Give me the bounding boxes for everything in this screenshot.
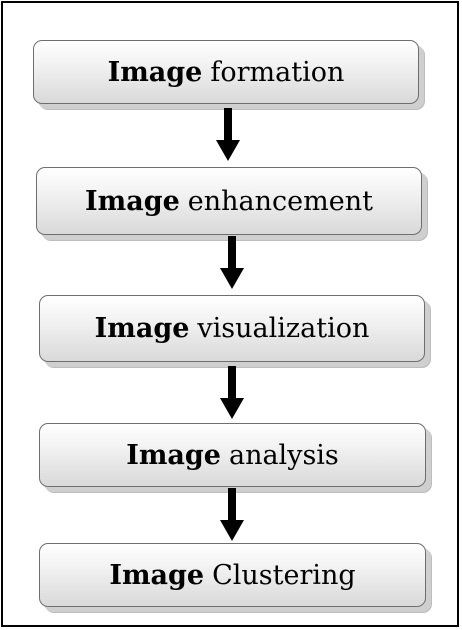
step-label: analysis xyxy=(228,439,339,471)
arrow-down-icon xyxy=(220,488,244,541)
step-keyword: Image xyxy=(85,185,180,217)
arrow-down-icon xyxy=(216,108,240,161)
step-label: visualization xyxy=(197,313,370,344)
step-label: formation xyxy=(210,56,345,88)
step-label: Clustering xyxy=(212,559,356,591)
arrow-down-icon xyxy=(220,236,244,289)
arrow-down-icon xyxy=(220,366,244,419)
step-keyword: Image xyxy=(126,439,221,471)
step-keyword: Image xyxy=(94,313,190,344)
step-keyword: Image xyxy=(107,56,203,88)
step-keyword: Image xyxy=(109,559,205,591)
step-label: enhancement xyxy=(187,185,373,217)
